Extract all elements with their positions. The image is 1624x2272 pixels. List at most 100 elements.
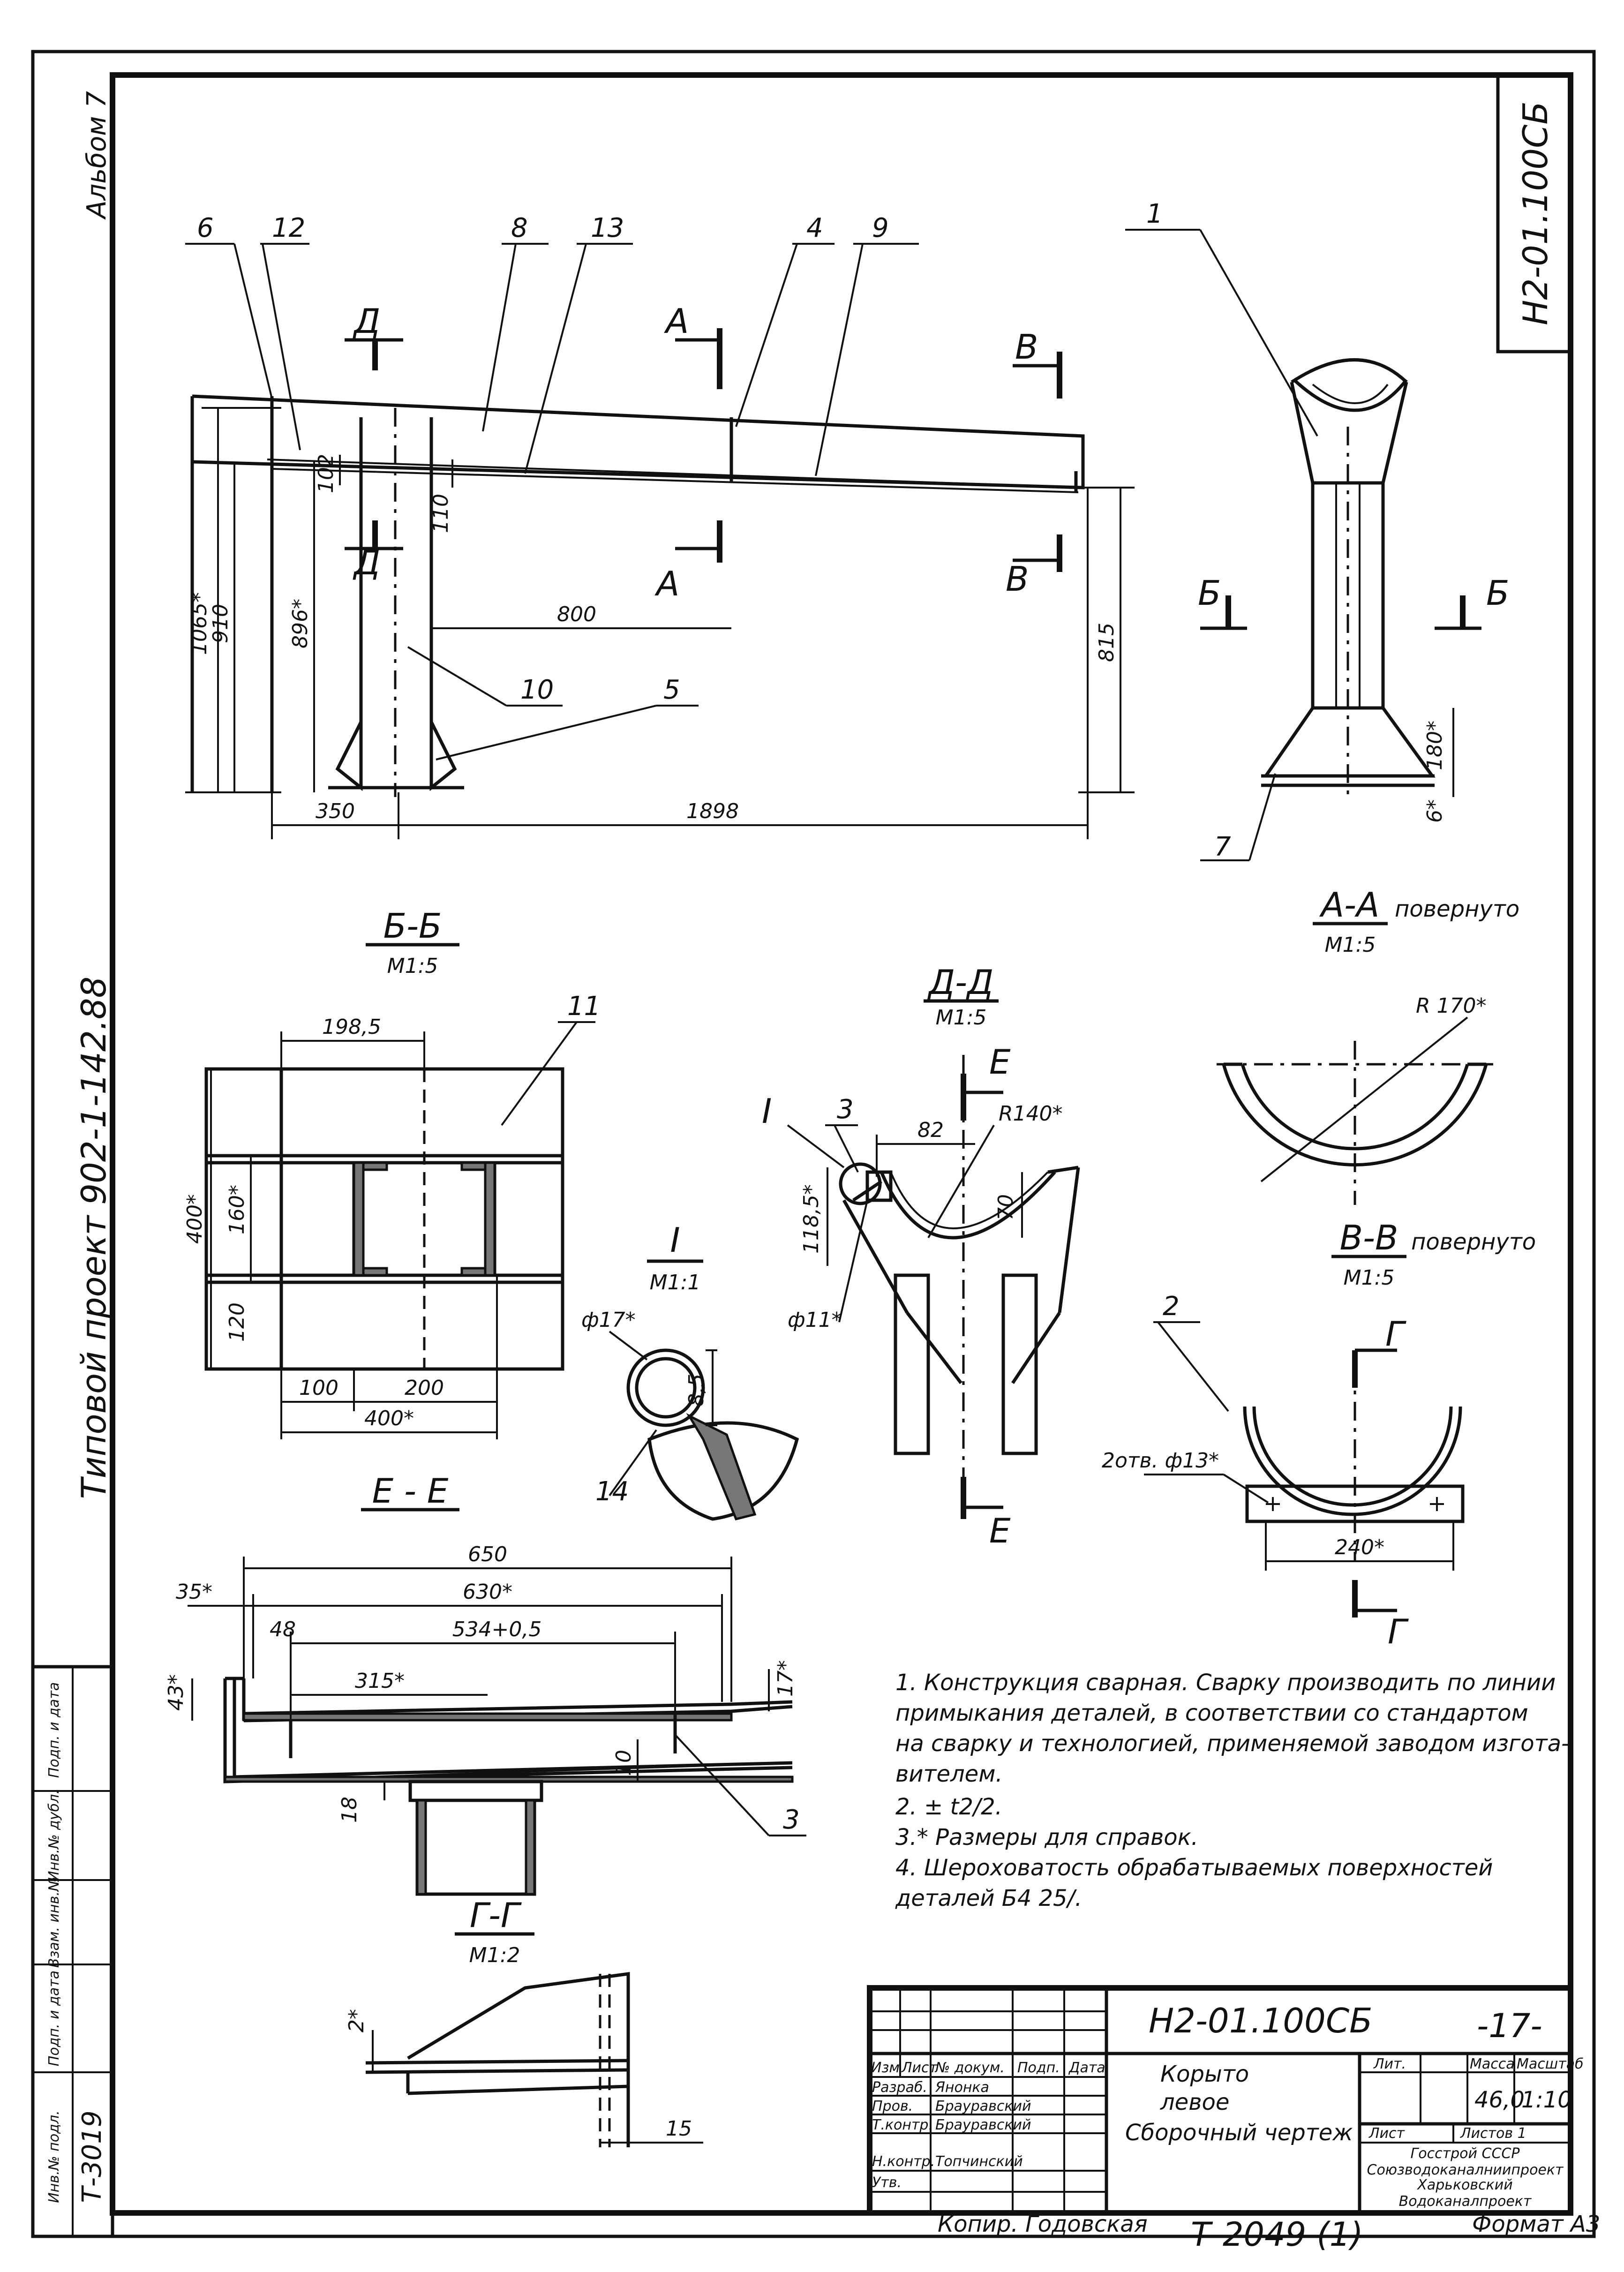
section-EE: Е - Е 650 630* 35* 534+0,5 48 315* <box>164 1471 806 1896</box>
margin-field-4: Инв.№ дубл. <box>46 1790 62 1881</box>
note-line-4: вителем. <box>895 1761 1003 1787</box>
note-line-2: примыкания деталей, в соответствии со ст… <box>895 1700 1528 1726</box>
section-GG-title: Г-Г <box>470 1896 522 1935</box>
dim-10: 10 <box>612 1750 636 1776</box>
note-line-3: на сварку и технологией, применяемой зав… <box>895 1730 1569 1757</box>
dim-1065: 1065* <box>188 592 211 655</box>
archive-number: Т-3019 <box>77 2111 107 2203</box>
cut-D-top: Д <box>353 301 380 341</box>
tb-sheet-number: -17- <box>1477 2007 1542 2045</box>
cut-V-bottom: В <box>1006 559 1029 599</box>
cut-E-bottom: Е <box>989 1511 1011 1550</box>
pos-11: 11 <box>567 991 601 1022</box>
section-BB-scale: М1:5 <box>387 954 438 978</box>
corner-code: Н2-01.100СБ <box>1516 101 1555 325</box>
dim-650: 650 <box>468 1542 507 1566</box>
tb-name-3: Брауравский <box>935 2117 1031 2133</box>
margin-field-5: Подп. и дата <box>46 1682 62 1778</box>
cut-V-top: В <box>1015 327 1038 367</box>
project-side-label: Типовой проект 902-1-142.88 <box>74 977 113 1499</box>
section-DD-scale: М1:5 <box>936 1006 987 1030</box>
dim-17: 17* <box>774 1660 797 1697</box>
dim-160: 160* <box>225 1185 249 1234</box>
end-view: 180* 6* 1 7 Б Б <box>1125 199 1509 862</box>
dim-118-5: 118,5* <box>799 1184 823 1254</box>
tb-sheet-label: Лист <box>1368 2125 1406 2142</box>
cut-A-bottom: А <box>654 564 679 603</box>
dim-phi17: ф17* <box>581 1308 636 1332</box>
dim-48: 48 <box>270 1617 296 1641</box>
dim-200: 200 <box>405 1376 444 1400</box>
tb-role-3: Т.контр. <box>872 2117 933 2133</box>
dim-phi11: ф11* <box>788 1308 842 1332</box>
detail-I-ref: I <box>762 1091 772 1131</box>
dim-R170: R 170* <box>1416 994 1487 1018</box>
corner-code-box <box>1496 73 1572 354</box>
pos-7: 7 <box>1214 832 1231 862</box>
pos-10: 10 <box>520 675 554 705</box>
pos-2: 2 <box>1163 1291 1180 1322</box>
tb-role-5: Утв. <box>872 2174 902 2191</box>
album-label: Альбом 7 <box>82 91 112 220</box>
pos-3-EE: 3 <box>783 1805 800 1835</box>
section-BB-title: Б-Б <box>383 906 442 946</box>
dim-6: 6* <box>1423 799 1447 823</box>
dim-18: 18 <box>338 1797 361 1823</box>
tb-col-list: Лист <box>901 2060 938 2076</box>
dim-8-5: 8,5 <box>684 1374 708 1407</box>
tb-name-3-text: Сборочный чертеж <box>1125 2120 1353 2146</box>
dim-350: 350 <box>316 799 355 823</box>
dim-100: 100 <box>299 1376 338 1400</box>
main-view: 1065* 910 896* 102 110 800 815 350 1898 … <box>185 213 1135 839</box>
section-VV: В-В повернуто М1:5 240* 2отв. ф13* 2 Г Г <box>1102 1218 1536 1651</box>
cut-B-left: Б <box>1198 573 1221 613</box>
dim-630: 630* <box>463 1580 512 1604</box>
tb-role-1: Разраб. <box>872 2079 927 2096</box>
tb-col-izm: Изм <box>871 2060 900 2076</box>
section-DD-title: Д-Д <box>927 963 993 1002</box>
note-line-8: деталей Б4 25/. <box>895 1885 1082 1911</box>
dim-315: 315* <box>355 1669 405 1693</box>
dim-400-horiz: 400* <box>364 1407 414 1430</box>
tb-name-2-text: левое <box>1160 2089 1229 2115</box>
dim-35: 35* <box>176 1580 212 1604</box>
cut-B-right: Б <box>1486 573 1509 613</box>
technical-notes: 1. Конструкция сварная. Сварку производи… <box>895 1670 1569 1911</box>
tb-org-2: Союзводоканалниипроект <box>1367 2162 1564 2178</box>
dim-2: 2* <box>345 2009 368 2032</box>
pos-12: 12 <box>272 213 305 243</box>
section-BB: Б-Б М1:5 198,5 400* 160* 120 100 200 400… <box>183 906 601 1439</box>
copy-by: Копир. Годовская <box>938 2211 1148 2237</box>
section-EE-title: Е - Е <box>372 1471 449 1511</box>
tb-scale-value: 1:10 <box>1521 2087 1572 2113</box>
cut-G-top: Г <box>1385 1314 1406 1354</box>
dim-240: 240* <box>1335 1535 1384 1559</box>
tb-col-date: Дата <box>1068 2060 1105 2076</box>
detail-I-scale: М1:1 <box>650 1271 701 1294</box>
left-margin-stamp: Подп. и дата Инв.№ дубл. Взам. инв.№ Под… <box>31 1665 114 2238</box>
cut-D-bottom: Д <box>353 543 380 582</box>
dim-815: 815 <box>1095 623 1119 662</box>
dim-910: 910 <box>209 604 233 643</box>
section-VV-scale: М1:5 <box>1344 1266 1395 1290</box>
tb-col-sign: Подп. <box>1017 2060 1060 2076</box>
bottom-stamp: Т-2049 (1) <box>1191 2215 1363 2254</box>
tb-scale-label: Масштаб <box>1517 2056 1584 2072</box>
tb-role-2: Пров. <box>872 2098 913 2114</box>
section-GG-scale: М1:2 <box>469 1943 520 1967</box>
dim-102: 102 <box>314 454 338 493</box>
cut-G-bottom: Г <box>1388 1612 1409 1651</box>
dim-70: 70 <box>994 1194 1018 1220</box>
detail-I-title: I <box>670 1220 680 1260</box>
tb-col-doc: № докум. <box>934 2060 1005 2076</box>
detail-I: I М1:1 8,5 ф17* 14 <box>581 1220 799 1521</box>
tb-org-3: Харьковский <box>1416 2177 1512 2193</box>
tb-sheets-label: Листов 1 <box>1460 2125 1526 2142</box>
note-line-6: 3.* Размеры для справок. <box>895 1824 1198 1851</box>
tb-name-2: Брауравский <box>935 2098 1031 2114</box>
format-label: Формат А3 <box>1472 2211 1600 2237</box>
section-DD: Д-Д М1:5 82 70 118,5* R140* ф11* 3 I Е <box>762 963 1080 1550</box>
note-line-7: 4. Шероховатость обрабатываемых поверхно… <box>895 1855 1493 1881</box>
